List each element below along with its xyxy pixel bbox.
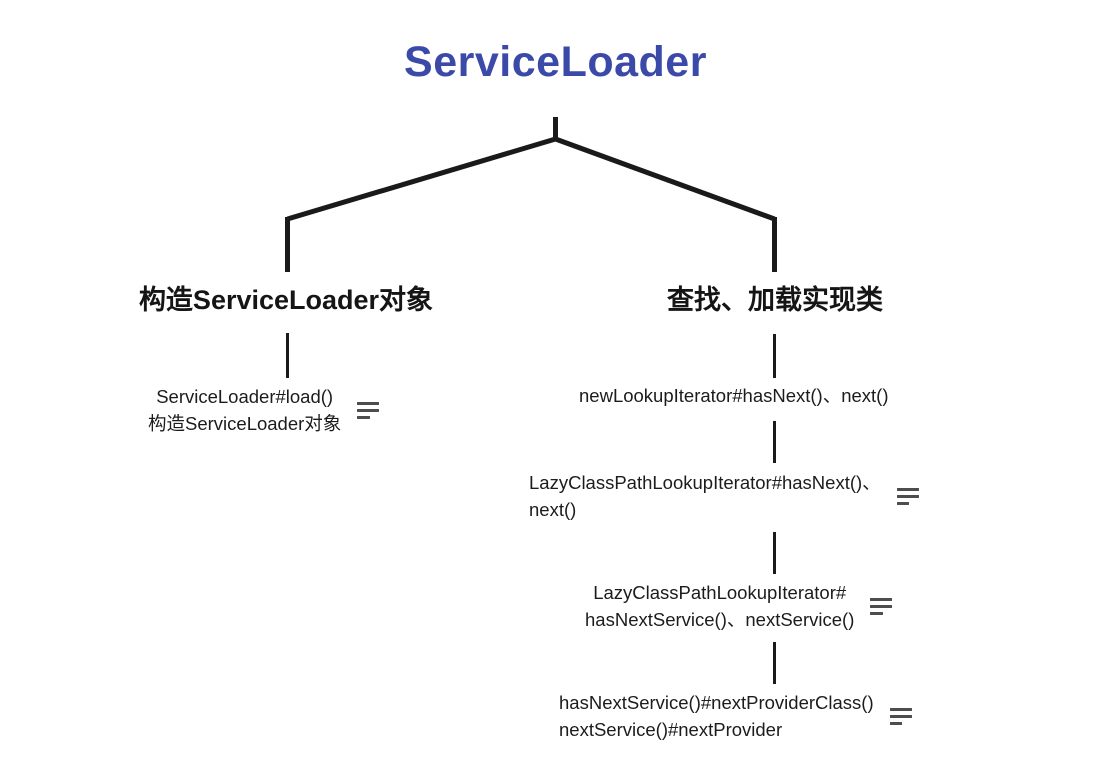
- note-lines-icon[interactable]: [870, 598, 893, 616]
- branch-label-construct[interactable]: 构造ServiceLoader对象: [138, 285, 434, 315]
- node-r3-text: LazyClassPathLookupIterator# hasNextServ…: [585, 582, 855, 630]
- edge-root-to-left: [286, 136, 557, 222]
- node-r4-text: hasNextService()#nextProviderClass() nex…: [559, 692, 874, 740]
- node-r4[interactable]: hasNextService()#nextProviderClass() nex…: [559, 690, 912, 744]
- node-r1[interactable]: newLookupIterator#hasNext()、next(): [579, 383, 889, 410]
- node-r1-text: newLookupIterator#hasNext()、next(): [579, 385, 889, 406]
- node-l1-text: ServiceLoader#load() 构造ServiceLoader对象: [148, 386, 342, 434]
- node-l1[interactable]: ServiceLoader#load() 构造ServiceLoader对象: [148, 384, 380, 438]
- note-lines-icon[interactable]: [889, 708, 912, 726]
- node-r2[interactable]: LazyClassPathLookupIterator#hasNext()、 n…: [529, 470, 1019, 524]
- node-r3[interactable]: LazyClassPathLookupIterator# hasNextServ…: [585, 580, 893, 634]
- branch-label-lookup-load[interactable]: 查找、加载实现类: [667, 285, 883, 315]
- edge-root-to-right: [554, 136, 776, 222]
- diagram-title: ServiceLoader: [404, 38, 707, 86]
- note-lines-icon[interactable]: [896, 488, 919, 506]
- node-r2-text: LazyClassPathLookupIterator#hasNext()、 n…: [529, 472, 881, 520]
- note-lines-icon[interactable]: [357, 402, 380, 420]
